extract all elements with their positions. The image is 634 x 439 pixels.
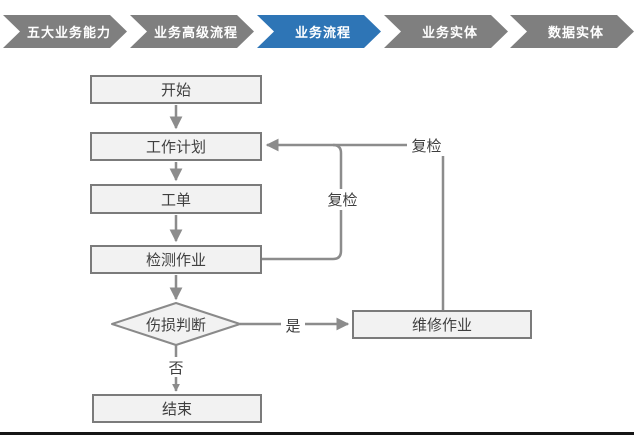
breadcrumb-step-data-entity[interactable]: 数据实体	[510, 15, 634, 48]
breadcrumb-step-label: 业务高级流程	[153, 25, 238, 40]
node-start-label: 开始	[160, 82, 191, 99]
breadcrumb-step-business-process-active[interactable]: 业务流程	[257, 15, 381, 48]
node-inspection-job-label: 检测作业	[145, 252, 206, 269]
breadcrumb-step-label: 五大业务能力	[26, 25, 111, 40]
breadcrumb-step-business-entity[interactable]: 业务实体	[384, 15, 508, 48]
breadcrumb-step-label: 业务流程	[294, 25, 351, 40]
node-work-plan: 工作计划	[90, 132, 262, 161]
node-work-plan-label: 工作计划	[145, 139, 206, 156]
edge-label-recheck-outer: 复检	[407, 134, 446, 156]
edge-label-no: 否	[164, 357, 188, 377]
bottom-border-line	[0, 432, 634, 435]
breadcrumb-step-business-capabilities[interactable]: 五大业务能力	[3, 15, 127, 48]
node-end: 结束	[92, 394, 262, 423]
node-damage-decision-label: 伤损判断	[145, 316, 206, 334]
node-end-label: 结束	[161, 401, 192, 418]
breadcrumb-step-label: 业务实体	[421, 25, 478, 40]
breadcrumb: 五大业务能力 业务高级流程 业务流程 业务实体 数据实体	[0, 0, 634, 52]
breadcrumb-step-high-level-process[interactable]: 业务高级流程	[130, 15, 254, 48]
node-repair-job-label: 维修作业	[411, 317, 472, 334]
node-repair-job: 维修作业	[352, 310, 532, 339]
breadcrumb-step-label: 数据实体	[547, 25, 604, 40]
decision-diamond-shape	[111, 302, 241, 346]
edge-label-yes: 是	[281, 315, 305, 335]
node-work-order-label: 工单	[160, 191, 191, 209]
edge-label-recheck-inner: 复检	[323, 189, 362, 210]
edge-recheck-outer-loop	[265, 138, 445, 310]
node-inspection-job: 检测作业	[90, 245, 262, 274]
node-work-order: 工单	[90, 184, 262, 214]
node-start: 开始	[90, 75, 262, 104]
